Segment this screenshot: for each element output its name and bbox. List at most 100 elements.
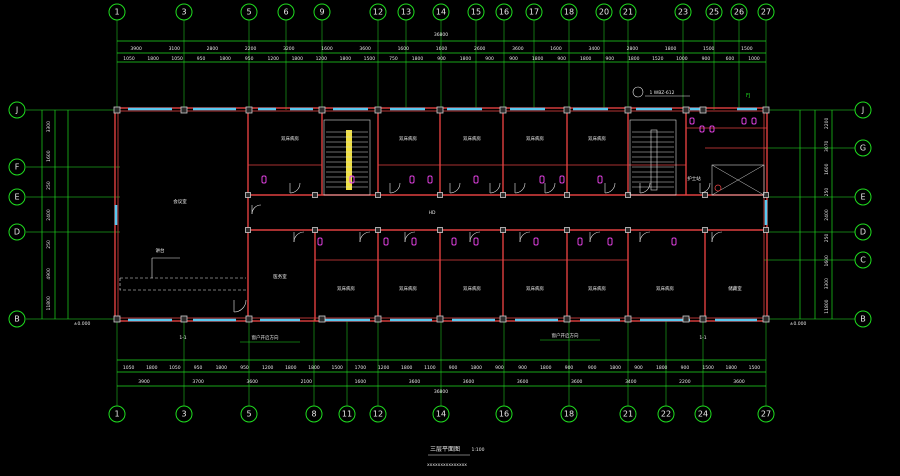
column <box>499 315 507 323</box>
axis-bubble-right-B <box>854 310 872 328</box>
axis-bubble-bottom-5 <box>240 405 258 423</box>
left-dimension-chain <box>41 110 69 319</box>
right-dimension-chain <box>799 110 833 319</box>
stage-area <box>119 257 246 291</box>
axis-label-bottom-8: 8 <box>311 410 316 419</box>
bottom-dim-row1-7: 3600 <box>517 379 529 385</box>
column <box>625 227 631 233</box>
axis-label-top-13: 13 <box>401 8 411 17</box>
axis-label-bottom-14: 14 <box>436 410 446 419</box>
top-dim-row1-14: 1800 <box>665 46 677 52</box>
bottom-dim-row2-18: 1800 <box>540 365 552 371</box>
bottom-dim-row2-6: 1200 <box>262 365 274 371</box>
toilet-fixture <box>577 237 583 246</box>
room-stage: 讲台 <box>156 247 165 254</box>
toilet-fixture <box>411 237 417 246</box>
top-dim-row2-5: 950 <box>245 56 254 62</box>
door-swing <box>514 182 526 194</box>
toilet-fixture <box>261 175 267 184</box>
axis-label-top-12: 12 <box>373 8 383 17</box>
axis-bubble-top-6 <box>277 3 295 21</box>
top-dim-row2-0: 1050 <box>123 56 135 62</box>
room-ward-4: 双床病房 <box>526 135 544 142</box>
door-swing <box>639 231 651 243</box>
axis-label-left-D: D <box>14 228 20 237</box>
top-dim-row2-24: 900 <box>702 56 711 62</box>
column <box>180 315 188 323</box>
left-dim-5: 4900 <box>46 268 52 280</box>
axis-bubble-bottom-11 <box>338 405 356 423</box>
top-dim-row2-23: 1000 <box>676 56 688 62</box>
axis-bubble-right-D <box>854 223 872 241</box>
door-swing <box>519 231 531 243</box>
toilet-fixture <box>709 125 715 133</box>
windows <box>114 107 768 322</box>
left-dim-1: 1600 <box>46 150 52 162</box>
bottom-dim-row2-21: 1800 <box>610 365 622 371</box>
top-dim-row2-12: 1800 <box>412 56 424 62</box>
bottom-dim-row2-17: 900 <box>518 365 527 371</box>
right-dim-4: 2400 <box>824 209 830 221</box>
toilet-fixture <box>451 237 457 246</box>
top-dim-row2-26: 1000 <box>748 56 760 62</box>
room-labels: 会议室 讲台 双床病房 双床病房 双床病房 双床病房 双床病房 医务室 双床病房… <box>156 135 743 292</box>
top-dim-row2-3: 950 <box>197 56 206 62</box>
room-meeting: 会议室 <box>173 198 187 205</box>
right-dim-2: 1600 <box>824 163 830 175</box>
axis-label-top-14: 14 <box>436 8 446 17</box>
right-dim-3: 250 <box>824 188 830 197</box>
column <box>374 315 382 323</box>
corridor-mark: HD <box>429 210 436 216</box>
top-dim-row1-16: 1500 <box>741 46 753 52</box>
structural-columns <box>113 106 770 323</box>
top-dim-row1-0: 3900 <box>130 46 142 52</box>
bottom-dim-row2-15: 1800 <box>471 365 483 371</box>
door-swing <box>233 299 247 313</box>
bottom-dim-row2-20: 900 <box>588 365 597 371</box>
left-dim-3: 2400 <box>46 209 52 221</box>
bottom-dim-row2-22: 900 <box>634 365 643 371</box>
top-dim-row1-3: 2200 <box>245 46 257 52</box>
room-ward-10: 双床病房 <box>588 285 606 292</box>
bottom-dim-row2-0: 1050 <box>123 365 135 371</box>
axis-bubble-bottom-3 <box>175 405 193 423</box>
bottom-dim-row2-8: 1800 <box>308 365 320 371</box>
top-dim-row2-25: 600 <box>726 56 735 62</box>
axis-bubble-bottom-22 <box>657 405 675 423</box>
axis-bubble-left-F <box>8 158 26 176</box>
column <box>245 106 253 114</box>
top-dim-row2-17: 1800 <box>532 56 544 62</box>
column <box>699 315 707 323</box>
toilet-fixture <box>539 175 545 184</box>
top-dim-row1-15: 1500 <box>703 46 715 52</box>
bottom-dim-row2-12: 1800 <box>401 365 413 371</box>
top-dim-row2-9: 1800 <box>340 56 352 62</box>
axis-label-left-J: J <box>15 106 18 115</box>
axis-bubble-right-C <box>854 251 872 269</box>
right-dim-0: 2200 <box>824 118 830 130</box>
axis-label-bottom-18: 18 <box>564 410 574 419</box>
top-dim-row1-6: 3600 <box>359 46 371 52</box>
top-dim-row2-20: 900 <box>606 56 615 62</box>
top-dim-row1-5: 1600 <box>321 46 333 52</box>
drawing-title: 三层平面图 1:100 xxxxxxxxxxxxxxx <box>427 446 485 468</box>
bottom-dim-row2-24: 900 <box>681 365 690 371</box>
bottom-dim-row2-7: 1800 <box>285 365 297 371</box>
top-dim-row1-9: 2600 <box>474 46 486 52</box>
axis-bubble-top-20 <box>595 3 613 21</box>
section-mark-left: 1-1 <box>179 335 186 341</box>
room-ward-2: 双床病房 <box>399 135 417 142</box>
axis-bubble-top-16 <box>495 3 513 21</box>
column <box>312 192 318 198</box>
top-dim-row2-8: 1200 <box>316 56 328 62</box>
right-dim-5: 250 <box>824 233 830 242</box>
door-swings <box>233 182 723 313</box>
axis-bubble-left-J <box>8 101 26 119</box>
axis-label-right-G: G <box>860 144 866 153</box>
bottom-dim-row2-4: 1800 <box>216 365 228 371</box>
bottom-dim-row2-25: 1500 <box>702 365 714 371</box>
column <box>702 227 708 233</box>
top-dim-row2-1: 1800 <box>147 56 159 62</box>
axis-bubble-top-5 <box>240 3 258 21</box>
